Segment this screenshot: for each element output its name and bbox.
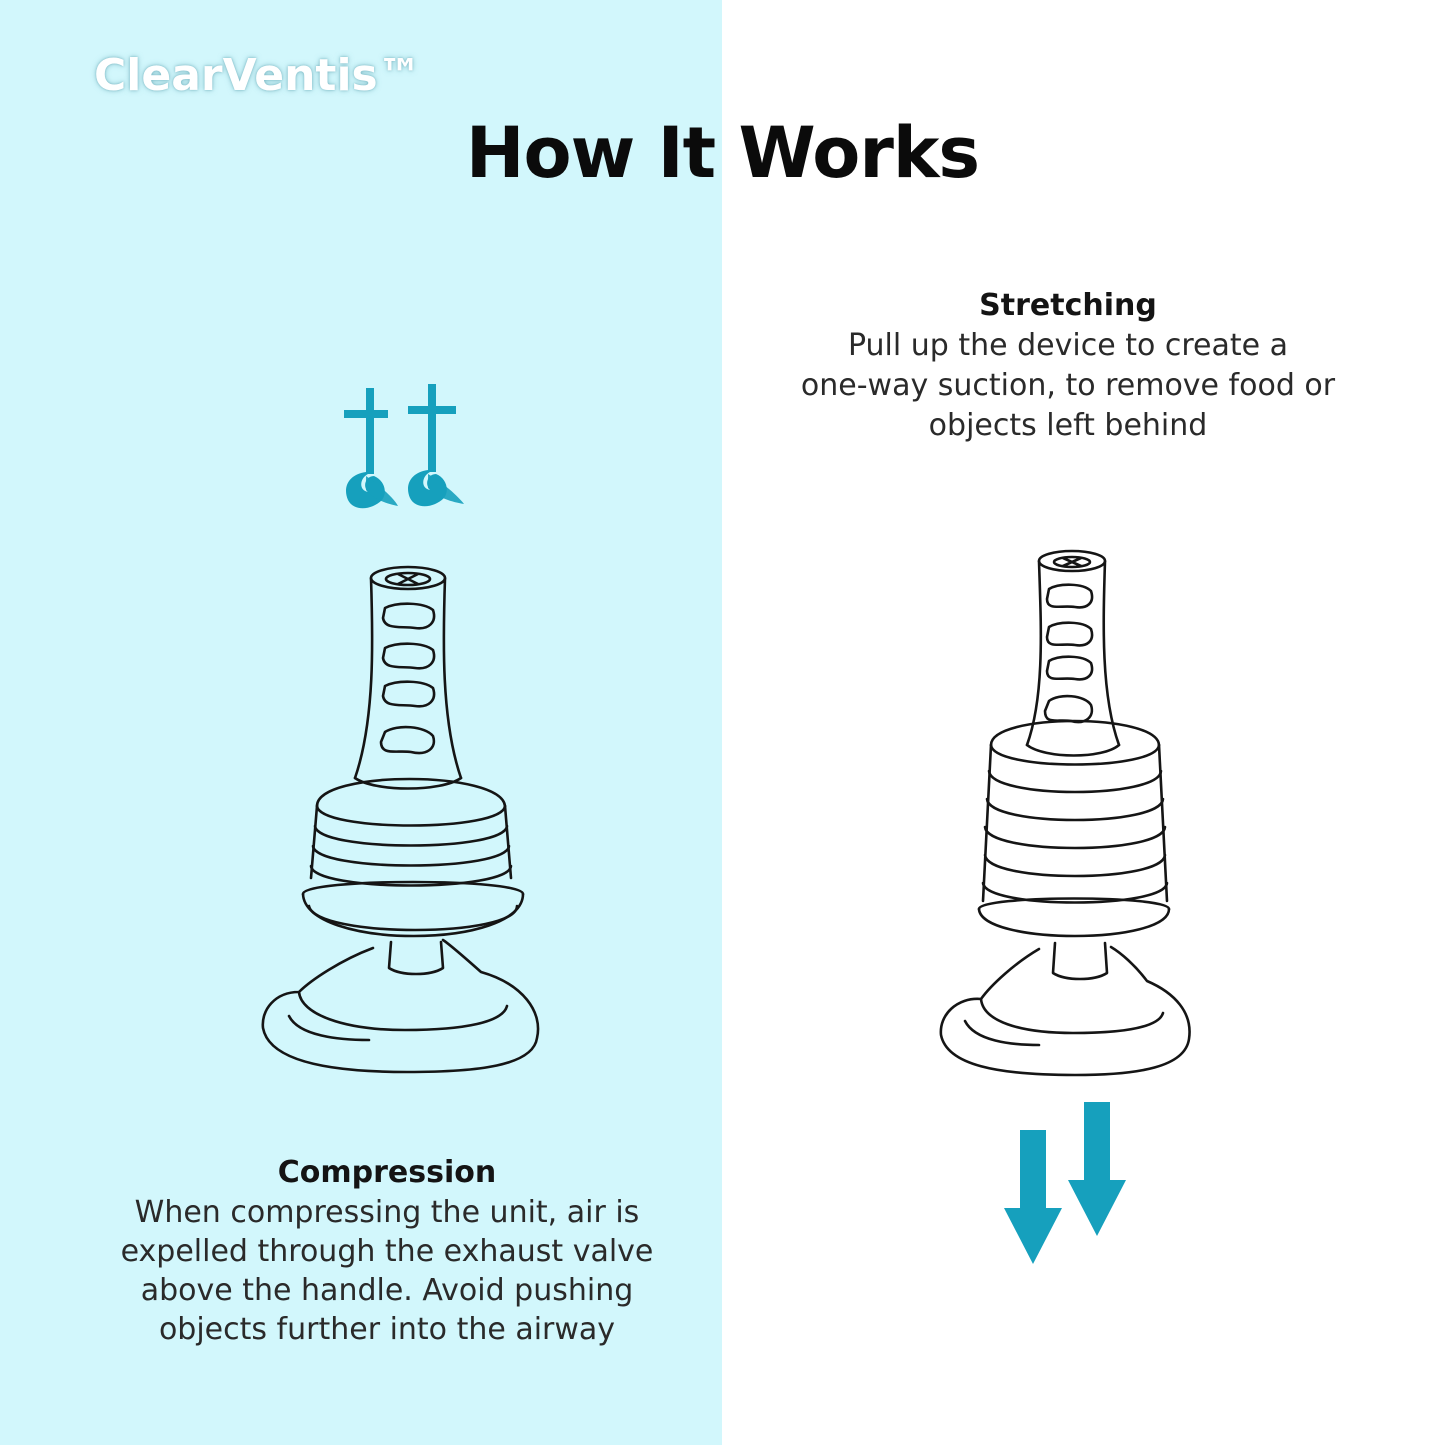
compression-section: Compression When compressing the unit, a…	[82, 1153, 692, 1349]
compressed-device-illustration	[261, 565, 540, 1074]
page-title: How It Works	[465, 112, 980, 194]
compression-line-4: objects further into the airway	[158, 1312, 616, 1347]
stretching-line-1: Pull up the device to create a	[847, 328, 1289, 363]
stretched-device-illustration	[939, 549, 1191, 1077]
stretching-line-3: objects left behind	[928, 408, 1208, 443]
down-arrows-icon	[1004, 1102, 1126, 1264]
compression-line-2: expelled through the exhaust valve	[120, 1234, 654, 1269]
stretching-section: Stretching Pull up the device to create …	[768, 286, 1368, 446]
stretching-line-2: one-way suction, to remove food or	[800, 368, 1336, 403]
compression-line-3: above the handle. Avoid pushing	[140, 1273, 634, 1308]
compression-panel	[0, 0, 722, 1445]
compression-heading: Compression	[277, 1155, 497, 1190]
brand-logo: ClearVentis™	[94, 50, 422, 101]
stretching-heading: Stretching	[979, 288, 1157, 323]
up-arrows-icon	[344, 384, 464, 509]
compression-line-1: When compressing the unit, air is	[134, 1195, 640, 1230]
